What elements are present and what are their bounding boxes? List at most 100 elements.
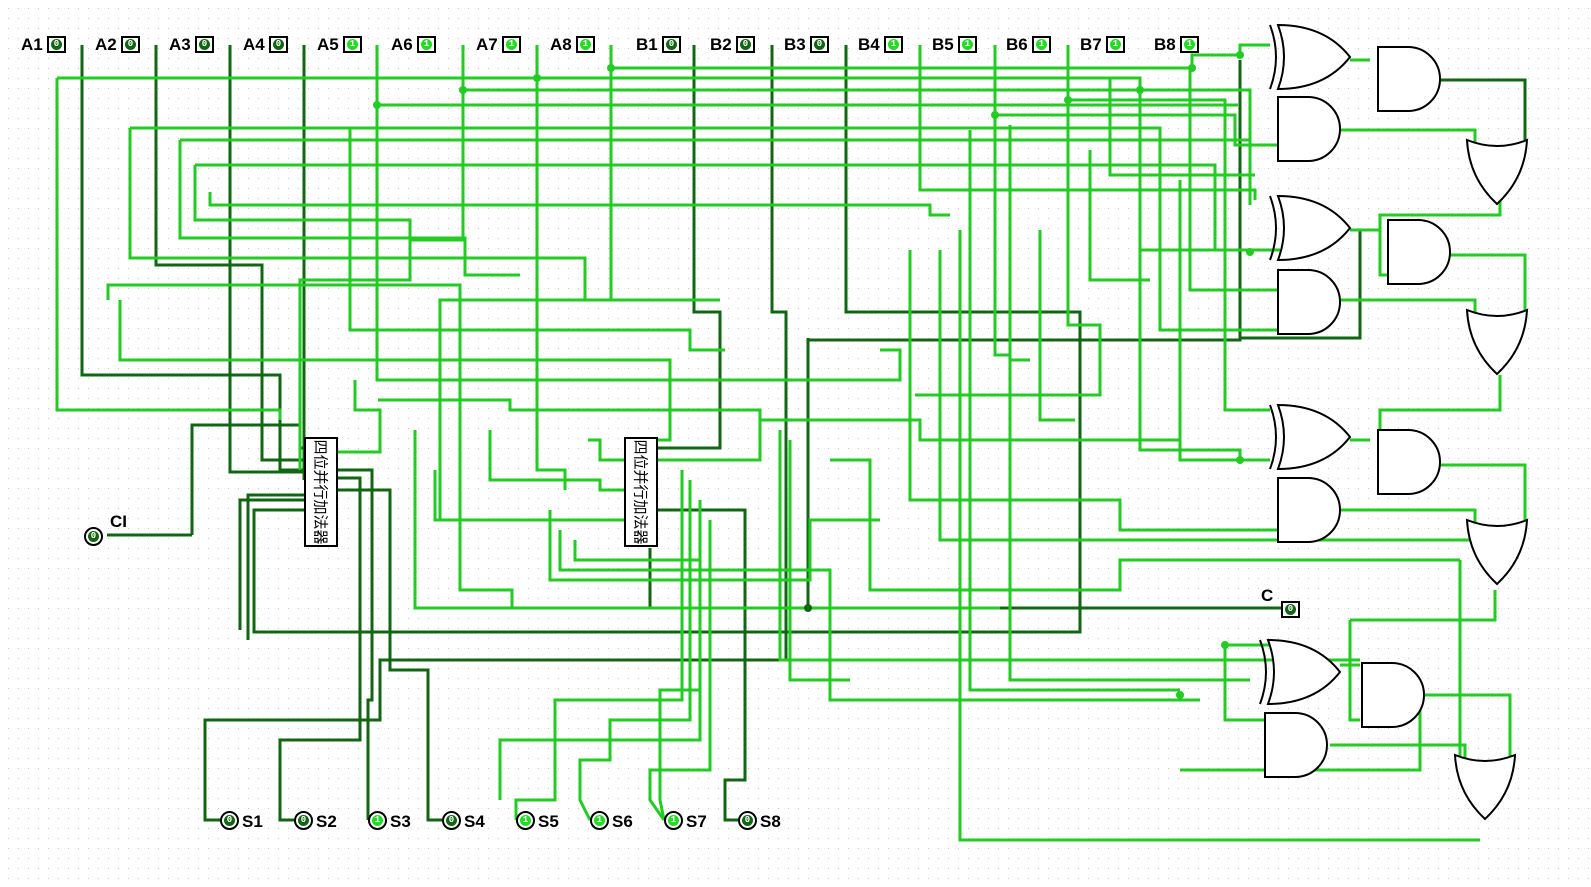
- input-a-label-8: A8: [550, 35, 572, 54]
- wire-39: [130, 126, 1300, 332]
- or-gate-2[interactable]: [1465, 308, 1529, 376]
- wire-70: [1038, 230, 1075, 422]
- and-gate-8[interactable]: [1361, 662, 1425, 728]
- input-a-value-7: 1: [506, 39, 517, 50]
- output-value-2: 0: [298, 815, 309, 826]
- wire-44: [208, 192, 950, 217]
- xor-gate-1[interactable]: [1276, 23, 1352, 91]
- xor-gate-3-back[interactable]: [1269, 404, 1277, 470]
- wire-33: [915, 100, 1102, 397]
- output-led-7: 1: [664, 811, 683, 830]
- input-a-pin-4[interactable]: 0: [269, 36, 288, 53]
- wire-58: [578, 480, 692, 821]
- input-b-pin-1[interactable]: 0: [662, 36, 681, 53]
- and-gate-7[interactable]: [1264, 712, 1328, 778]
- or-gate-3[interactable]: [1465, 518, 1529, 586]
- input-a-pin-3[interactable]: 0: [195, 36, 214, 53]
- input-a-label-4: A4: [243, 35, 265, 54]
- input-a-pin-8[interactable]: 1: [576, 36, 595, 53]
- output-led-8: 0: [738, 811, 757, 830]
- and-gate-6[interactable]: [1377, 429, 1441, 495]
- input-b-pin-2[interactable]: 0: [736, 36, 755, 53]
- input-a-value-3: 0: [199, 39, 210, 50]
- input-b-pin-6[interactable]: 1: [1032, 36, 1051, 53]
- output-led-2: 0: [294, 811, 313, 830]
- wire-32: [1066, 45, 1270, 412]
- junction-dot: [1221, 641, 1229, 649]
- junction-dot: [991, 111, 999, 119]
- wire-80: [1340, 128, 1477, 145]
- wire-11: [338, 488, 442, 822]
- carry-in-value: 0: [88, 531, 99, 542]
- wire-38: [128, 128, 720, 302]
- junction-dot: [459, 86, 467, 94]
- and-gate-5[interactable]: [1277, 477, 1341, 543]
- junction-dot: [607, 64, 615, 72]
- wire-74: [1180, 700, 1422, 772]
- input-a-value-6: 1: [421, 39, 432, 50]
- xor-gate-4-back[interactable]: [1259, 639, 1267, 705]
- wire-1: [80, 45, 304, 472]
- output-value-5: 1: [520, 815, 531, 826]
- or-gate-1[interactable]: [1465, 138, 1529, 206]
- or-gate-4[interactable]: [1453, 753, 1517, 821]
- wire-68: [968, 130, 1180, 692]
- carry-out-pin: 0: [1281, 601, 1300, 618]
- input-a-value-5: 1: [347, 39, 358, 50]
- input-a-label-5: A5: [317, 35, 339, 54]
- wire-57: [514, 470, 684, 820]
- input-b-pin-4[interactable]: 1: [884, 36, 903, 53]
- xor-gate-2-back[interactable]: [1269, 195, 1277, 261]
- output-led-3: 1: [368, 811, 387, 830]
- input-a-pin-6[interactable]: 1: [417, 36, 436, 53]
- and-gate-3[interactable]: [1277, 269, 1341, 335]
- wire-59: [498, 500, 702, 800]
- xor-gate-4[interactable]: [1266, 638, 1342, 706]
- input-b-pin-7[interactable]: 1: [1106, 36, 1125, 53]
- carry-in-pin[interactable]: 0: [84, 527, 103, 546]
- wire-64: [830, 458, 1460, 592]
- input-b-label-2: B2: [710, 35, 732, 54]
- four-bit-adder-2[interactable]: 四位并行加法器: [624, 437, 658, 547]
- wire-71: [1088, 150, 1150, 282]
- xor-gate-3[interactable]: [1276, 403, 1352, 471]
- wire-3: [228, 45, 304, 474]
- and-gate-4[interactable]: [1387, 219, 1451, 285]
- xor-gate-2[interactable]: [1276, 194, 1352, 262]
- wire-15: [238, 498, 304, 630]
- wire-49: [378, 398, 762, 462]
- output-value-7: 1: [668, 815, 679, 826]
- output-label-8: S8: [760, 812, 781, 831]
- wire-83: [1330, 743, 1467, 760]
- input-a-value-4: 0: [273, 39, 284, 50]
- input-b-pin-5[interactable]: 1: [958, 36, 977, 53]
- wire-12: [658, 508, 747, 822]
- input-b-value-2: 0: [740, 39, 751, 50]
- input-a-pin-7[interactable]: 1: [502, 36, 521, 53]
- wire-60: [648, 520, 712, 821]
- wire-63: [788, 440, 850, 682]
- input-a-pin-2[interactable]: 0: [121, 36, 140, 53]
- wire-82: [1340, 508, 1477, 525]
- wire-17: [338, 468, 374, 820]
- junction-dot: [804, 604, 812, 612]
- wire-51: [433, 470, 440, 522]
- input-a-pin-1[interactable]: 0: [47, 36, 66, 53]
- input-a-pin-5[interactable]: 1: [343, 36, 362, 53]
- input-b-pin-3[interactable]: 0: [810, 36, 829, 53]
- input-b-value-8: 1: [1184, 39, 1195, 50]
- wire-86: [1425, 693, 1512, 760]
- four-bit-adder-1[interactable]: 四位并行加法器: [304, 437, 338, 547]
- wire-23: [461, 45, 1252, 205]
- input-b-label-8: B8: [1154, 35, 1176, 54]
- and-gate-1[interactable]: [1277, 96, 1341, 162]
- wire-48: [338, 380, 382, 454]
- input-b-value-6: 1: [1036, 39, 1047, 50]
- xor-gate-1-back[interactable]: [1269, 24, 1277, 90]
- output-label-3: S3: [390, 812, 411, 831]
- junction-dot: [1064, 96, 1072, 104]
- and-gate-2[interactable]: [1377, 46, 1441, 112]
- input-b-pin-8[interactable]: 1: [1180, 36, 1199, 53]
- wire-56: [588, 438, 624, 462]
- wire-69: [1008, 125, 1030, 362]
